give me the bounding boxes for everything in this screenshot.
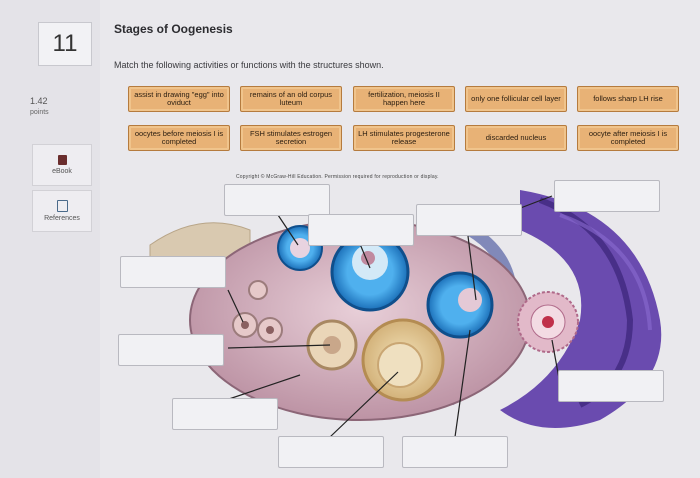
answer-tile[interactable]: LH stimulates progesterone release <box>353 125 455 151</box>
answer-tile[interactable]: discarded nucleus <box>465 125 567 151</box>
answer-tile[interactable]: only one follicular cell layer <box>465 86 567 112</box>
references-icon <box>56 200 68 212</box>
oviduct-fold <box>559 213 652 331</box>
answer-tile[interactable]: FSH stimulates estrogen secretion <box>240 125 342 151</box>
drop-zone[interactable] <box>278 436 384 468</box>
drop-zone[interactable] <box>402 436 508 468</box>
answer-tile[interactable]: oocytes before meiosis I is completed <box>128 125 230 151</box>
primordial-follicle <box>248 280 268 300</box>
instructions: Match the following activities or functi… <box>114 60 384 70</box>
answer-tile[interactable]: assist in drawing "egg" into oviduct <box>128 86 230 112</box>
references-label: References <box>44 215 80 222</box>
copyright-text: Copyright © McGraw-Hill Education. Permi… <box>236 174 439 180</box>
points-label: points <box>30 109 49 116</box>
ebook-icon <box>57 155 67 165</box>
answer-tile[interactable]: fertilization, meiosis II happen here <box>353 86 455 112</box>
answer-tile[interactable]: follows sharp LH rise <box>577 86 679 112</box>
drop-zone[interactable] <box>120 256 226 288</box>
sidebar <box>0 0 100 478</box>
drop-zone[interactable] <box>416 204 522 236</box>
drop-zone[interactable] <box>308 214 414 246</box>
page-title: Stages of Oogenesis <box>114 22 233 36</box>
question-number: 11 <box>38 22 92 66</box>
ebook-button[interactable]: eBook <box>32 144 92 186</box>
drop-zone[interactable] <box>554 180 660 212</box>
answer-tile[interactable]: oocyte after meiosis I is completed <box>577 125 679 151</box>
points-value: 1.42 <box>30 96 48 106</box>
drop-zone[interactable] <box>118 334 224 366</box>
corpus-albicans <box>377 342 423 388</box>
drop-zone[interactable] <box>558 370 664 402</box>
ebook-label: eBook <box>52 168 72 175</box>
references-button[interactable]: References <box>32 190 92 232</box>
drop-zone[interactable] <box>224 184 330 216</box>
drop-zone[interactable] <box>172 398 278 430</box>
answer-tile[interactable]: remains of an old corpus luteum <box>240 86 342 112</box>
